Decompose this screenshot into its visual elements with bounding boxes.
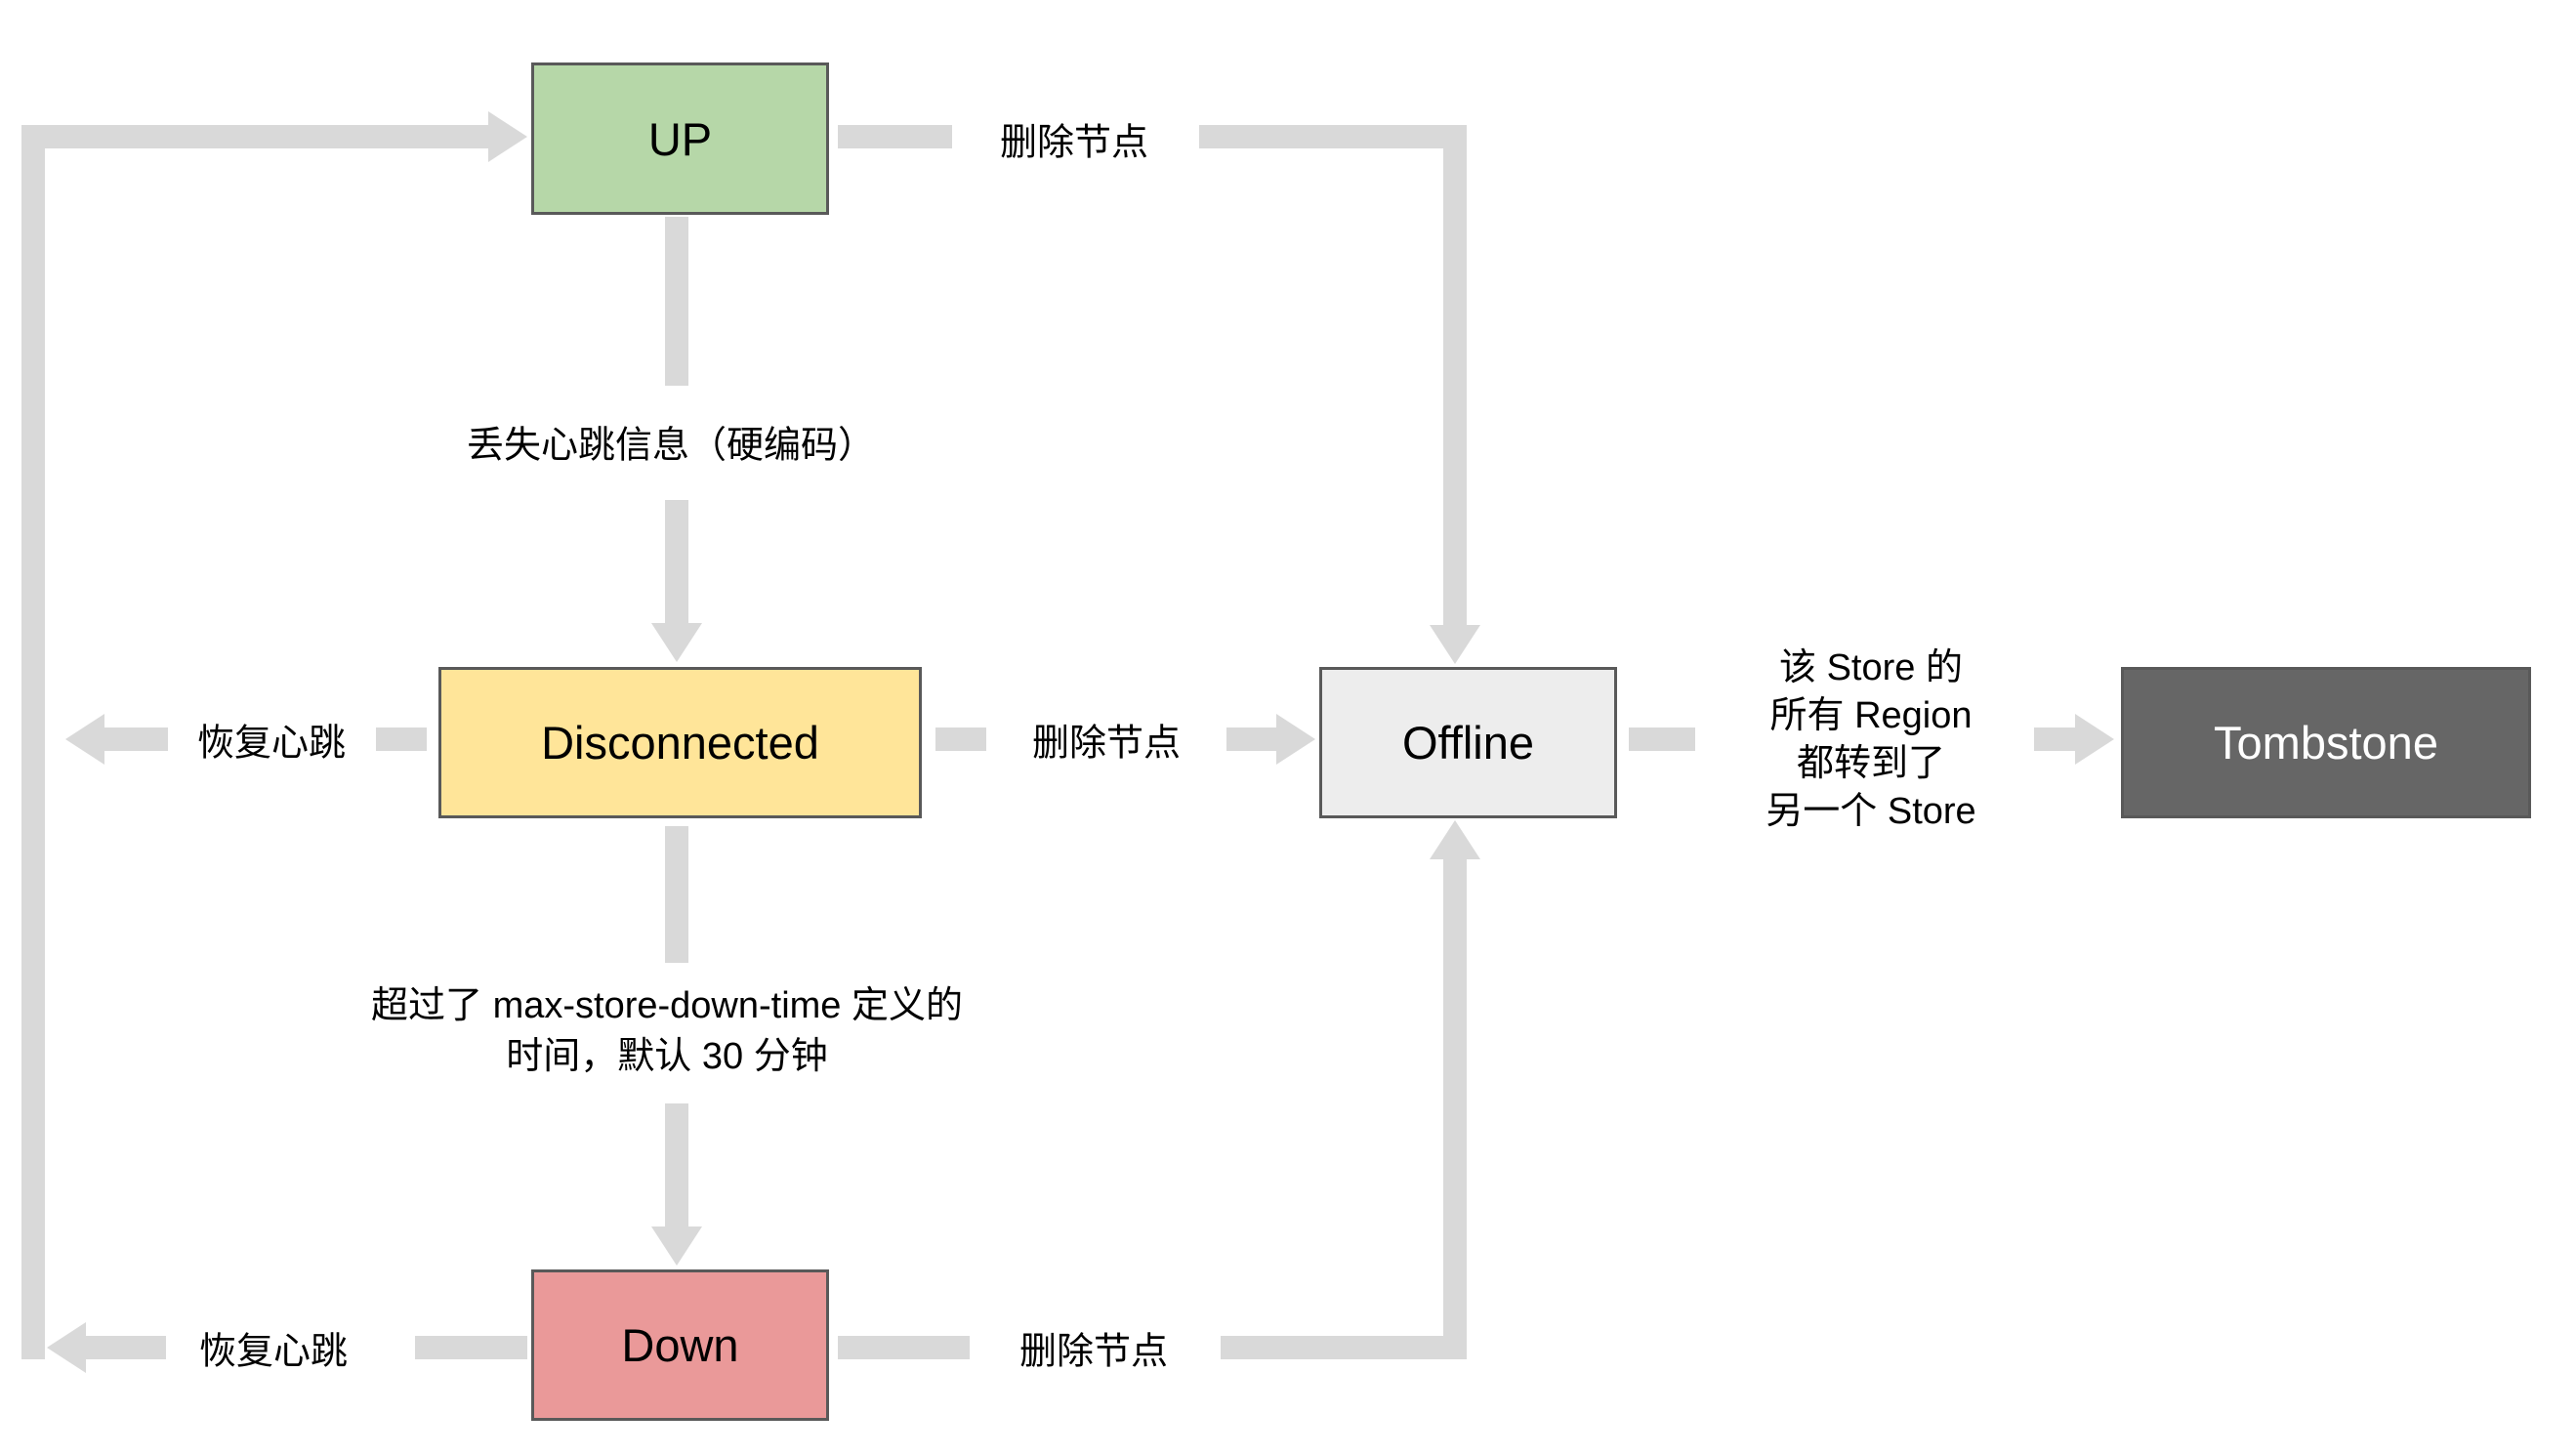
label-offline-to-tombstone-line1: 该 Store 的 (1779, 647, 1963, 688)
label-up-to-offline: 删除节点 (999, 122, 1149, 164)
node-disconnected-label: Disconnected (541, 717, 819, 769)
arrow-down-delete-horizontal (1221, 1336, 1467, 1359)
label-disconnected-to-offline: 删除节点 (1031, 723, 1182, 765)
arrow-down-delete-dash (838, 1336, 970, 1359)
label-offline-to-tombstone-line3: 都转到了 (1796, 743, 1946, 784)
arrowhead-into-offline-bottom-icon (1430, 820, 1480, 859)
arrow-down-delete-vertical (1443, 859, 1467, 1336)
label-disconnected-to-down-line2: 时间，默认 30 分钟 (506, 1036, 828, 1077)
arrow-disconnected-delete-shaft (1226, 728, 1276, 751)
node-up: UP (531, 62, 829, 215)
node-tombstone-label: Tombstone (2214, 717, 2438, 769)
node-down-label: Down (621, 1319, 739, 1371)
label-down-to-offline: 删除节点 (1018, 1331, 1169, 1373)
arrow-disconnected-recover-dash (376, 728, 427, 751)
label-disconnected-recover: 恢复心跳 (196, 723, 347, 765)
arrow-down-recover-dash (415, 1336, 527, 1359)
node-tombstone: Tombstone (2121, 667, 2531, 818)
arrowhead-into-offline-top-icon (1430, 625, 1480, 664)
arrow-up-disconnected-upper (665, 217, 688, 386)
arrow-loop-left-vertical (21, 125, 45, 1359)
node-down: Down (531, 1269, 829, 1421)
arrow-offline-tombstone-shaft (2034, 728, 2075, 751)
arrow-offline-tombstone-dash (1629, 728, 1695, 751)
arrowhead-into-offline-left-icon (1276, 714, 1315, 765)
arrow-loop-top-shaft (21, 125, 488, 148)
node-up-label: UP (647, 112, 713, 165)
arrowhead-into-up-icon (488, 111, 527, 162)
node-offline: Offline (1319, 667, 1617, 818)
arrowhead-into-disconnected-icon (651, 623, 702, 662)
arrow-up-delete-horizontal (1199, 125, 1467, 148)
label-offline-to-tombstone-line2: 所有 Region (1769, 695, 1973, 736)
arrowhead-into-tombstone-icon (2075, 714, 2114, 765)
label-disconnected-to-down-line1: 超过了 max-store-down-time 定义的 (371, 985, 963, 1026)
label-disconnected-to-down: 超过了 max-store-down-time 定义的 时间，默认 30 分钟 (371, 980, 963, 1082)
arrowhead-down-recover-icon (47, 1322, 86, 1373)
arrow-disconnected-down-upper (665, 826, 688, 963)
label-offline-to-tombstone-line4: 另一个 Store (1766, 791, 1976, 832)
node-offline-label: Offline (1402, 717, 1534, 769)
label-offline-to-tombstone: 该 Store 的 所有 Region 都转到了 另一个 Store (1766, 644, 1975, 836)
label-up-to-disconnected: 丢失心跳信息（硬编码） (466, 425, 876, 467)
label-down-recover: 恢复心跳 (198, 1331, 349, 1373)
arrow-down-recover-shaft (86, 1336, 166, 1359)
arrowhead-into-down-icon (651, 1226, 702, 1266)
node-disconnected: Disconnected (438, 667, 922, 818)
arrow-up-delete-vertical (1443, 125, 1467, 625)
arrow-up-delete-dash (838, 125, 952, 148)
arrowhead-disconnected-recover-icon (65, 714, 104, 765)
arrow-disconnected-delete-dash (935, 728, 986, 751)
arrow-up-disconnected-lower (665, 500, 688, 623)
arrow-disconnected-down-lower (665, 1103, 688, 1226)
arrow-disconnected-recover-shaft (104, 728, 168, 751)
